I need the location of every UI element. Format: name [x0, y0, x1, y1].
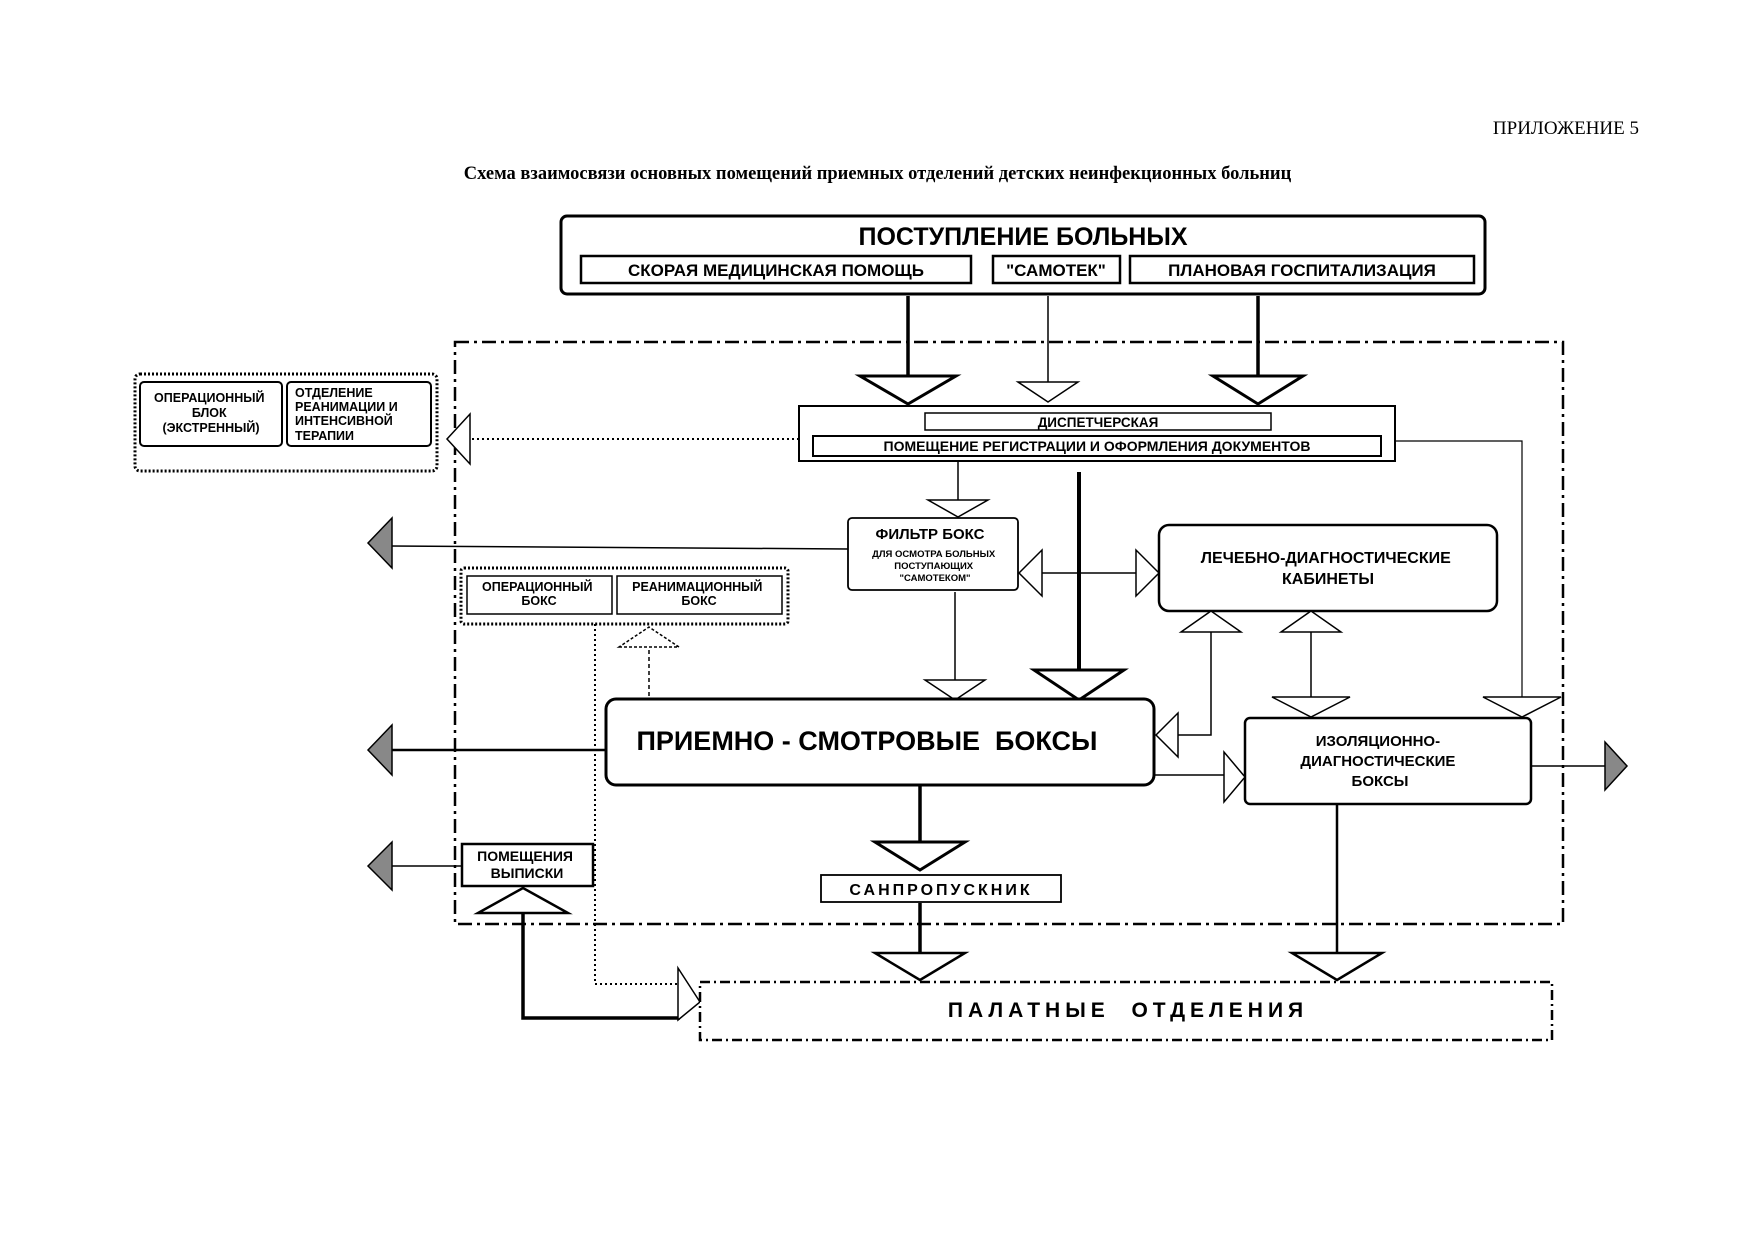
- arrow-isolation-to-wards: [1287, 951, 1387, 982]
- exam-boxes-label: ПРИЕМНО - СМОТРОВЫЕ БОКСЫ: [636, 726, 1097, 756]
- diagnostic-rooms-label: ЛЕЧЕБНО-ДИАГНОСТИЧЕСКИЕ КАБИНЕТЫ: [1201, 550, 1455, 588]
- ambulance-box: [579, 254, 973, 285]
- resuscitation-box-label: РЕАНИМАЦИОННЫЙ БОКС: [632, 579, 766, 608]
- filter-box: ФИЛЬТР БОКС ДЛЯ ОСМОТРА БОЛЬНЫХ ПОСТУПАЮ…: [847, 517, 1019, 591]
- wards-label: ПАЛАТНЫЕ ОТДЕЛЕНИЯ: [948, 999, 1308, 1022]
- diagnostic-rooms-box: [1157, 523, 1499, 613]
- arrow-diag-to-exam: [1154, 711, 1179, 759]
- arrow-planned: [1207, 374, 1309, 406]
- isolation-boxes-label: ИЗОЛЯЦИОННО- ДИАГНОСТИЧЕСКИЕ БОКСЫ: [1300, 733, 1459, 790]
- arrow-filter-to-diag: [1135, 548, 1161, 598]
- arrow-to-isolation: [1482, 696, 1562, 718]
- exam-boxes: [604, 697, 1156, 787]
- arrow-filter-to-exam: [922, 679, 988, 701]
- arrow-iso-to-diag: [1278, 610, 1344, 633]
- isolation-boxes: [1243, 716, 1533, 806]
- registration-label: ПОМЕЩЕНИЕ РЕГИСТРАЦИИ И ОФОРМЛЕНИЯ ДОКУМ…: [884, 438, 1311, 454]
- operating-icu-group: [133, 372, 439, 473]
- exit-arrow-discharge: [366, 840, 393, 892]
- operating-resus-group: [459, 566, 790, 626]
- dispatch-label: ДИСПЕТЧЕРСКАЯ: [1038, 415, 1159, 430]
- arrow-to-filter: [925, 499, 991, 518]
- exit-arrow-isolation: [1604, 740, 1629, 792]
- department-boundary: [453, 340, 1565, 926]
- sanitary-label: САНПРОПУСКНИК: [849, 882, 1032, 899]
- icu-department-box: [286, 381, 432, 447]
- arrow-registration-to-exam: [1029, 668, 1129, 702]
- arrow-self-referral: [1015, 381, 1081, 403]
- planned-box: [1128, 254, 1476, 285]
- arrow-exam-to-resus: [616, 626, 682, 648]
- operating-box: [466, 575, 613, 615]
- page-title: Схема взаимосвязи основных помещений при…: [463, 164, 1292, 184]
- exit-arrow-exam: [366, 723, 393, 777]
- discharge-rooms-label: ПОМЕЩЕНИЯ ВЫПИСКИ: [477, 848, 577, 881]
- operating-block-box: [139, 381, 283, 447]
- arrow-diag-to-iso: [1271, 696, 1351, 718]
- arrow-exam-to-diag: [1178, 610, 1244, 633]
- arrow-sanitary-to-wards: [870, 951, 970, 982]
- wards-box: [698, 980, 1554, 1042]
- admission-box: ПОСТУПЛЕНИЕ БОЛЬНЫХ СКОРАЯ МЕДИЦИНСКАЯ П…: [559, 214, 1487, 296]
- registration-box: ДИСПЕТЧЕРСКАЯ ПОМЕЩЕНИЕ РЕГИСТРАЦИИ И ОФ…: [798, 405, 1396, 462]
- arrow-exam-to-isolation: [1223, 749, 1246, 805]
- discharge-rooms-box: [460, 842, 595, 888]
- self-referral-box: [991, 254, 1122, 285]
- sanitary-box: [820, 874, 1062, 903]
- dispatch-box: [924, 412, 1272, 431]
- planned-label: ПЛАНОВАЯ ГОСПИТАЛИЗАЦИЯ: [1168, 261, 1436, 280]
- resuscitation-box: [616, 575, 783, 615]
- ambulance-label: СКОРАЯ МЕДИЦИНСКАЯ ПОМОЩЬ: [628, 261, 924, 280]
- appendix-label: ПРИЛОЖЕНИЕ 5: [1492, 118, 1639, 139]
- arrow-exam-to-sanitary: [869, 840, 971, 872]
- self-referral-label: "САМОТЕК": [1006, 261, 1106, 280]
- arrow-diag-to-filter: [1017, 548, 1043, 598]
- admission-title: ПОСТУПЛЕНИЕ БОЛЬНЫХ: [858, 223, 1187, 251]
- operating-box-label: ОПЕРАЦИОННЫЙ БОКС: [482, 579, 596, 608]
- arrow-to-wards-left: [677, 965, 701, 1022]
- exit-arrow-filter: [366, 516, 393, 570]
- filter-box-desc: ДЛЯ ОСМОТРА БОЛЬНЫХ ПОСТУПАЮЩИХ "САМОТЕК…: [872, 549, 998, 584]
- icu-department-label: ОТДЕЛЕНИЕ РЕАНИМАЦИИ И ИНТЕНСИВНОЙ ТЕРАП…: [295, 386, 401, 443]
- filter-box-title: ФИЛЬТР БОКС: [876, 526, 985, 543]
- arrow-to-icu: [445, 412, 471, 466]
- arrow-wards-to-discharge: [473, 886, 573, 915]
- arrow-ambulance: [854, 374, 962, 406]
- operating-block-label: ОПЕРАЦИОННЫЙ БЛОК (ЭКСТРЕННЫЙ): [154, 390, 268, 435]
